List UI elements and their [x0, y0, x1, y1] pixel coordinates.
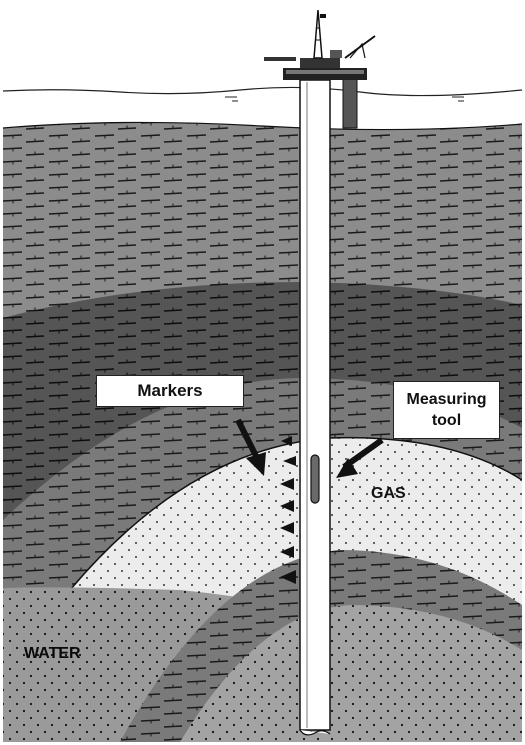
- gas-zone-label: GAS: [371, 485, 406, 502]
- measuring-tool-label: Measuring tool: [393, 381, 500, 439]
- marker-triangle-icon: [280, 436, 296, 584]
- drilling-platform-icon: [264, 9, 376, 80]
- seabed-line: [2, 121, 523, 131]
- wellbore: [299, 79, 331, 736]
- arrow-icon: [235, 418, 384, 478]
- markers-label: Markers: [96, 375, 244, 407]
- sea-surface: [2, 86, 523, 102]
- water-zone-label: WATER: [24, 645, 81, 662]
- measuring-tool: [310, 454, 320, 504]
